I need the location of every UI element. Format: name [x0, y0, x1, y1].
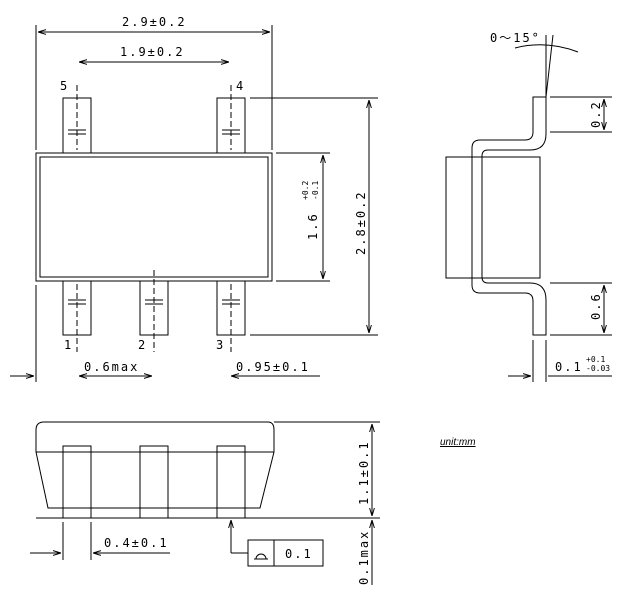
- top-view: 5 4 1 2 3 2.9±0.2 1.9±0.2 1.6 +0.2 -0.1 …: [10, 15, 378, 382]
- pin-3-label: 3: [216, 338, 225, 352]
- side-view: 0～15° 0.2 0.6 0.1 +0.1 -0.03: [445, 31, 612, 382]
- dim-height: 1.1±0.1: [357, 440, 371, 505]
- unit-label: unit:mm: [440, 437, 476, 448]
- dim-lead-thickness: 0.1: [555, 360, 583, 374]
- dim-body-width-tol-plus: +0.2: [301, 181, 310, 200]
- dim-body-width: 1.6: [306, 212, 320, 240]
- dim-lead-offset: 0.6max: [84, 360, 139, 374]
- dim-lead-length: 0.6: [589, 292, 603, 320]
- dim-lead-thickness-tol-minus: -0.03: [586, 364, 610, 373]
- flatness-icon: [254, 553, 268, 560]
- dim-flatness: 0.1: [285, 547, 313, 561]
- dim-overall-length: 2.9±0.2: [122, 15, 187, 29]
- front-lead-3: [216, 445, 246, 519]
- pin-5-label: 5: [60, 79, 69, 93]
- dim-lead-thickness-tol-plus: +0.1: [586, 355, 605, 364]
- pin-1-label: 1: [64, 338, 73, 352]
- package-body: [35, 152, 273, 282]
- front-lead-2: [139, 445, 169, 519]
- dim-angle: 0～15°: [490, 31, 541, 45]
- dim-standoff-max: 0.1max: [357, 530, 371, 585]
- dim-body-width-tol-minus: -0.1: [311, 181, 320, 200]
- pin-2-label: 2: [138, 338, 147, 352]
- front-lead-1: [62, 445, 92, 519]
- dim-pitch: 0.95±0.1: [236, 360, 310, 374]
- dim-standoff-top: 0.2: [589, 100, 603, 128]
- pin-4-label: 4: [236, 79, 245, 93]
- dim-lead-width: 0.4±0.1: [104, 536, 169, 550]
- dim-lead-span: 1.9±0.2: [120, 45, 185, 59]
- dim-overall-width: 2.8±0.2: [354, 190, 368, 255]
- front-body: [35, 421, 275, 509]
- flatness-frame: [247, 539, 324, 567]
- front-view: 1.1±0.1 0.1max 0.4±0.1 0.1: [30, 421, 380, 585]
- gull-wing-lead: [471, 96, 547, 336]
